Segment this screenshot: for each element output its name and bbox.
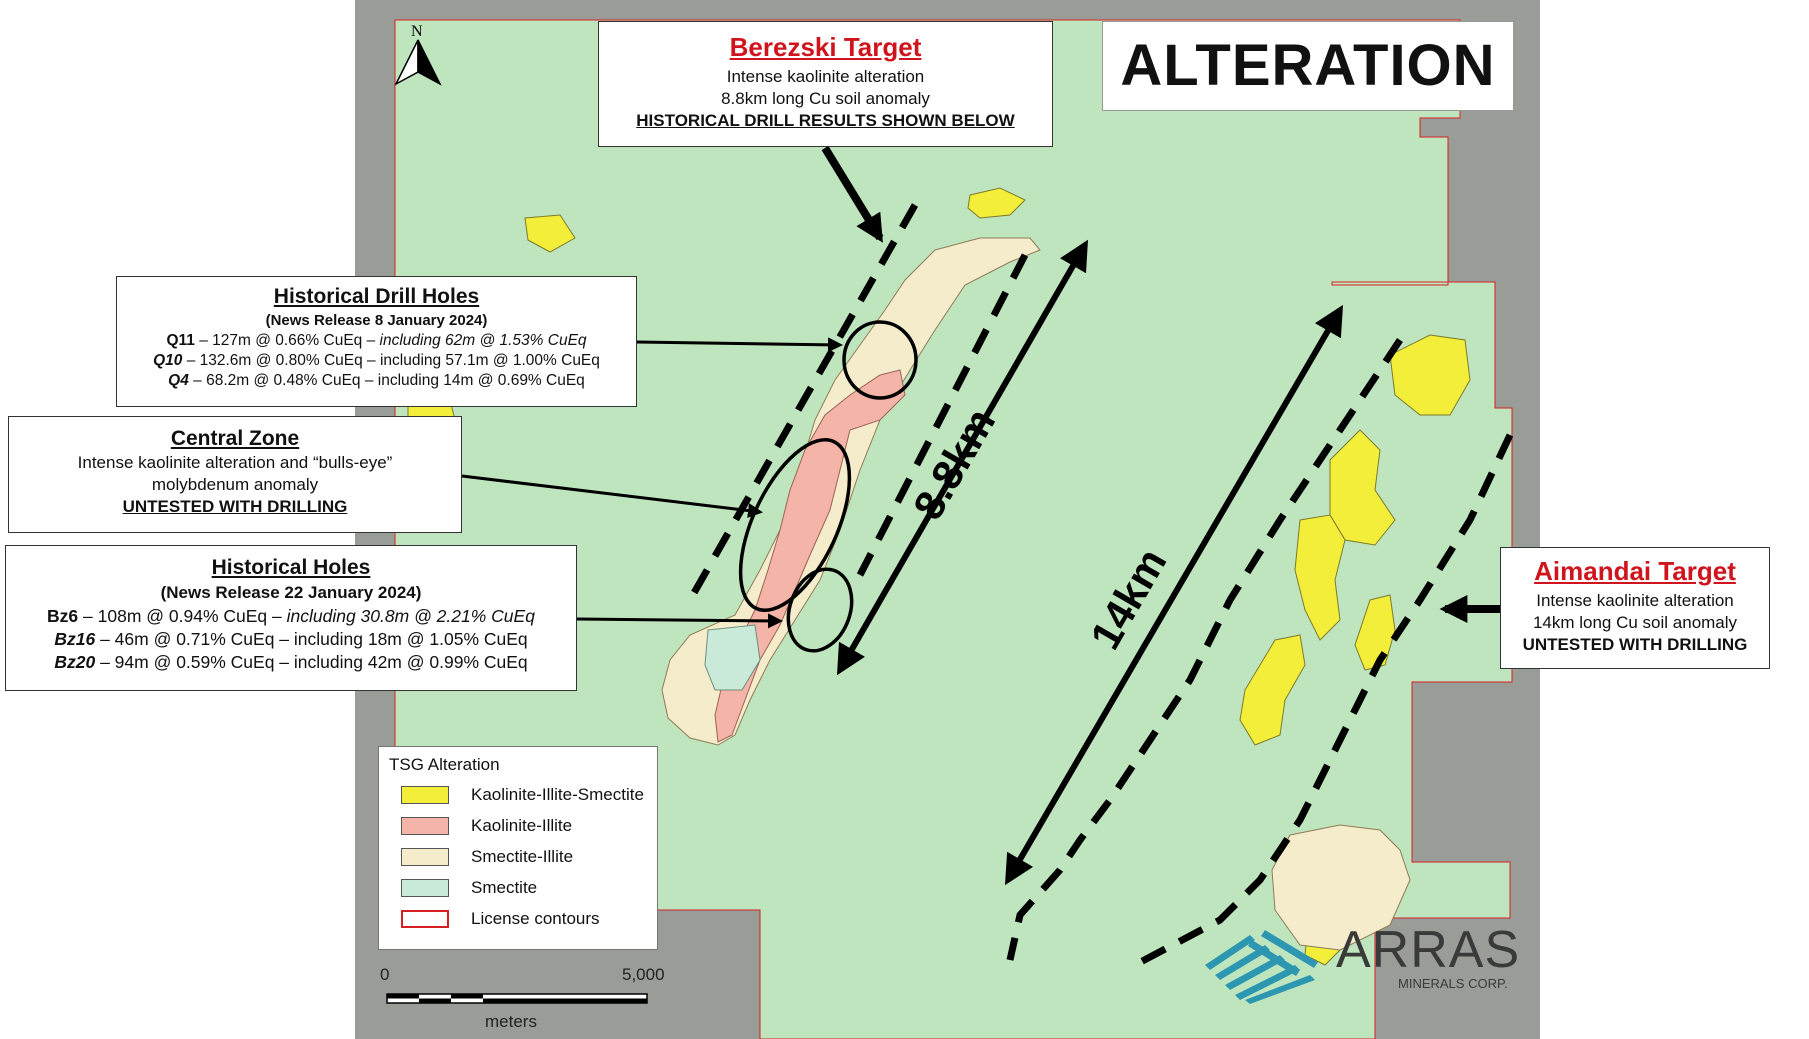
historical-hole-id: Bz16 (54, 629, 96, 649)
central-zone-line1: Intense kaolinite alteration and “bulls-… (77, 453, 393, 472)
legend-item-kaolinite-illite-smectite: Kaolinite-Illite-Smectite (401, 784, 644, 806)
legend-item-license-contours: License contours (401, 908, 600, 930)
legend-swatch (401, 910, 449, 928)
drill-hole-result: – 127m @ 0.66% CuEq – (194, 332, 380, 349)
legend-item-smectite: Smectite (401, 877, 537, 899)
alteration-title-box: ALTERATION (1102, 21, 1514, 111)
legend-item-kaolinite-illite: Kaolinite-Illite (401, 815, 572, 837)
legend-swatch (401, 848, 449, 866)
drill-hole-including: including 62m @ 1.53% CuEq (379, 332, 587, 349)
legend-swatch (401, 786, 449, 804)
legend-label: License contours (471, 909, 600, 928)
legend-title: TSG Alteration (389, 755, 500, 774)
berezski-line3: HISTORICAL DRILL RESULTS SHOWN BELOW (636, 111, 1015, 130)
berezski-arrow (821, 145, 884, 243)
drill-hole-result: – 132.6m @ 0.80% CuEq – including 57.1m … (182, 352, 600, 369)
historical-holes-arrow (576, 613, 783, 629)
historical-hole-including: including 30.8m @ 2.21% CuEq (286, 606, 535, 626)
central-zone-arrow (461, 474, 763, 519)
leader-arrows (461, 337, 843, 629)
historical-drill-holes-box: Historical Drill Holes (News Release 8 J… (116, 276, 637, 407)
scale-start: 0 (380, 965, 390, 984)
scale-bar (386, 993, 648, 1004)
legend-label: Smectite-Illite (471, 847, 574, 866)
target-arrows (821, 145, 1500, 623)
aimandai-line2: 14km long Cu soil anomaly (1532, 613, 1738, 632)
drill-holes-subtitle: (News Release 8 January 2024) (265, 312, 488, 329)
historical-hole-result: – 94m @ 0.59% CuEq – including 42m @ 0.9… (95, 652, 528, 672)
drill-holes-title: Historical Drill Holes (273, 285, 480, 308)
legend-box: TSG Alteration Kaolinite-Illite-Smectite… (378, 746, 658, 950)
distance-arrows (837, 239, 1344, 886)
arras-logo-mark (1205, 930, 1318, 1004)
aimandai-line1: Intense kaolinite alteration (1536, 591, 1734, 610)
historical-hole-id: Bz20 (54, 652, 96, 672)
drill-hole-result: – 68.2m @ 0.48% CuEq – including 14m @ 0… (188, 372, 585, 389)
historical-hole-row: Bz20 – 94m @ 0.59% CuEq – including 42m … (6, 652, 576, 673)
central-zone-title: Central Zone (170, 427, 300, 450)
legend-label: Smectite (471, 878, 538, 897)
historical-holes-box: Historical Holes (News Release 22 Januar… (5, 545, 577, 691)
scale-end: 5,000 (622, 965, 665, 984)
drill-hole-id: Q11 (166, 332, 195, 349)
alteration-title: ALTERATION (1120, 33, 1496, 98)
smectite-zone (704, 624, 761, 691)
berezski-line1: Intense kaolinite alteration (726, 67, 925, 86)
historical-hole-row: Bz16 – 46m @ 0.71% CuEq – including 18m … (6, 629, 576, 650)
historical-hole-row: Bz6 – 108m @ 0.94% CuEq – including 30.8… (6, 606, 576, 627)
aimandai-title: Aimandai Target (1534, 556, 1736, 586)
arras-logo-sub: MINERALS CORP. (1398, 976, 1508, 991)
historical-hole-id: Bz6 (47, 606, 79, 626)
historical-holes-title: Historical Holes (211, 556, 371, 579)
legend-swatch (401, 817, 449, 835)
drill-holes-arrow (636, 337, 843, 353)
drill-hole-row: Q4 – 68.2m @ 0.48% CuEq – including 14m … (117, 372, 636, 390)
central-zone-line2: molybdenum anomaly (151, 475, 319, 494)
aimandai-line3: UNTESTED WITH DRILLING (1522, 635, 1748, 654)
legend-label: Kaolinite-Illite (471, 816, 573, 835)
arrow-14km (1004, 304, 1344, 886)
drill-hole-row: Q11 – 127m @ 0.66% CuEq – including 62m … (117, 332, 636, 350)
drill-hole-row: Q10 – 132.6m @ 0.80% CuEq – including 57… (117, 352, 636, 370)
historical-hole-result: – 108m @ 0.94% CuEq – (78, 606, 287, 626)
north-label: N (411, 23, 423, 40)
legend-item-smectite-illite: Smectite-Illite (401, 846, 573, 868)
historical-hole-result: – 46m @ 0.71% CuEq – including 18m @ 1.0… (95, 629, 528, 649)
central-zone-box: Central Zone Intense kaolinite alteratio… (8, 416, 462, 533)
berezski-line2: 8.8km long Cu soil anomaly (721, 89, 930, 108)
aimandai-target-box: Aimandai Target Intense kaolinite altera… (1500, 547, 1770, 669)
legend-label: Kaolinite-Illite-Smectite (471, 785, 644, 804)
arras-logo-name: ARRAS (1336, 921, 1521, 979)
historical-holes-subtitle: (News Release 22 January 2024) (160, 583, 422, 602)
north-arrow-icon: N (394, 23, 442, 86)
central-zone-line3: UNTESTED WITH DRILLING (122, 497, 348, 516)
scale-unit: meters (485, 1012, 537, 1031)
berezski-title: Berezski Target (729, 32, 922, 62)
drill-hole-id: Q10 (153, 352, 183, 369)
legend-swatch (401, 879, 449, 897)
drill-hole-id: Q4 (168, 372, 189, 389)
berezski-target-box: Berezski Target Intense kaolinite altera… (598, 21, 1053, 147)
